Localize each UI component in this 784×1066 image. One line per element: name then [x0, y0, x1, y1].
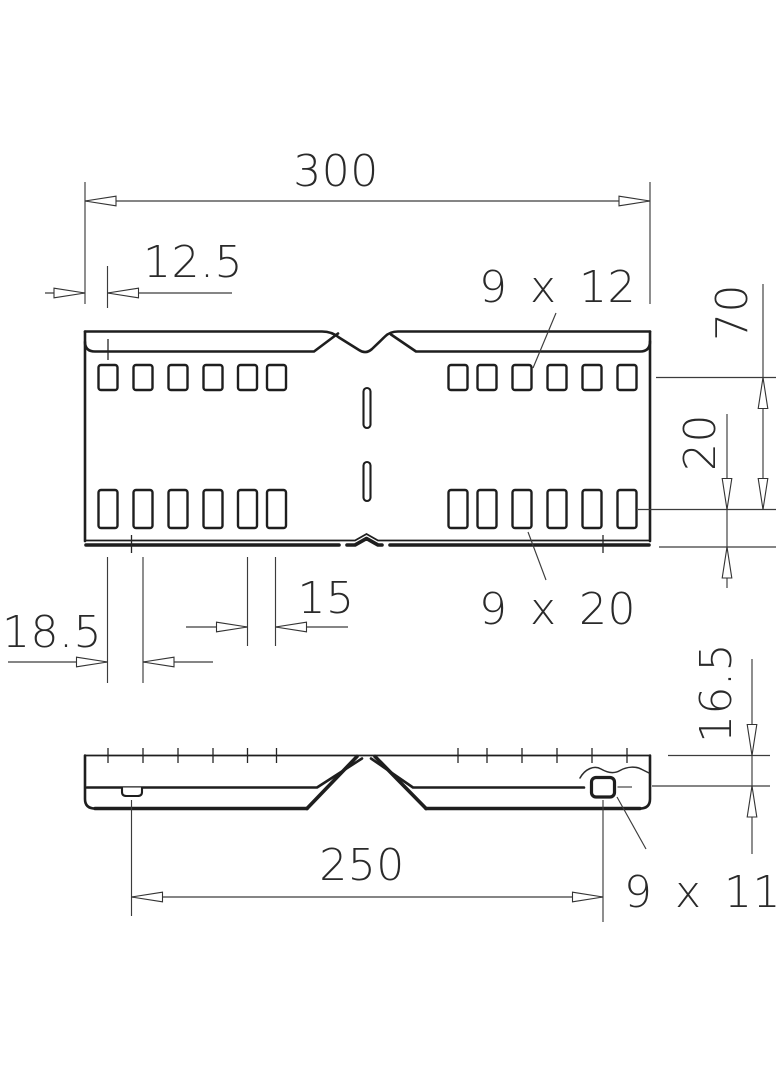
slot [511, 363, 533, 392]
top-edge-with-break-notch [83, 330, 652, 354]
dimension-profile-height: 16.5 [652, 643, 770, 854]
dimension-slot-pitch: 18.5 [2, 557, 213, 683]
dim-slot-row-spacing-label: 70 [707, 284, 758, 341]
arrowhead-left [84, 195, 117, 207]
arrowhead-right [275, 621, 308, 633]
flange-line-left [83, 332, 340, 353]
slot [476, 488, 498, 530]
fold-line-left [85, 757, 364, 789]
slot [476, 363, 498, 392]
side-hole-size-label: 9 x 11 [624, 867, 781, 918]
extension-lines [246, 557, 277, 646]
slot [447, 363, 469, 392]
dimension-end-slot-pitch: 15 [186, 557, 355, 646]
label-side-hole-size: 9 x 11 [616, 796, 781, 918]
top-view [83, 330, 652, 553]
arrowhead-bottom [721, 546, 733, 579]
left-end-hole [120, 787, 144, 798]
right-end-hole [589, 775, 617, 799]
top-slot-size-label: 9 x 12 [479, 262, 636, 313]
profile-left-edge [83, 754, 97, 810]
dimension-slot-row-spacing: 70 [638, 284, 776, 511]
slot [265, 488, 288, 530]
arrowhead-right [142, 656, 175, 668]
slot [202, 363, 224, 392]
breakout-wavy-line [579, 766, 650, 779]
arrowhead-left [215, 621, 248, 633]
bottom-edge-outer-line [84, 536, 651, 547]
slot [167, 363, 189, 392]
label-top-slot-size: 9 x 12 [479, 262, 636, 369]
side-view [83, 748, 652, 811]
dim-profile-height-label: 16.5 [691, 643, 742, 743]
arrowhead-right [107, 287, 140, 299]
arrowhead-left [75, 656, 108, 668]
dim-end-slot-pitch-label: 15 [298, 573, 355, 624]
arrowhead-right [571, 891, 604, 903]
bottom-slot-size-label: 9 x 20 [479, 584, 636, 635]
bottom-slot-row [97, 488, 638, 530]
extension-lines [84, 182, 651, 304]
dim-overall-length-label: 300 [293, 146, 378, 197]
top-slot-row [97, 363, 638, 392]
dimension-first-slot-offset: 12.5 [45, 237, 243, 308]
arrowhead-left [131, 891, 164, 903]
arrowhead-left [53, 287, 86, 299]
arrowhead-bottom [746, 785, 758, 818]
bend-slit-upper [362, 386, 372, 430]
label-bottom-slot-size: 9 x 20 [479, 531, 636, 635]
slot [97, 488, 119, 530]
slot-position-ticks [107, 748, 628, 763]
slot [546, 488, 568, 530]
arrowhead-top [746, 723, 758, 756]
slot [202, 488, 224, 530]
slot [167, 488, 189, 530]
fold-line-right [369, 757, 586, 789]
extension-lines [106, 557, 144, 683]
bend-slit-lower [362, 460, 372, 503]
dim-hole-center-distance-label: 250 [319, 840, 404, 891]
arrowhead-bottom [757, 477, 769, 510]
slot [132, 363, 154, 392]
profile-right-edge [638, 754, 652, 810]
dim-slot-pitch-label: 18.5 [2, 607, 102, 658]
dimension-overall-length: 300 [84, 146, 651, 304]
dimension-hole-center-distance: 250 [130, 800, 604, 922]
slot [581, 363, 603, 392]
arrowhead-top [721, 477, 733, 510]
slot [511, 488, 533, 530]
arrowhead-right [618, 195, 651, 207]
flange-line-right [389, 333, 652, 353]
slot [236, 363, 259, 392]
dimension-bottom-slot-edge-distance: 20 [659, 414, 776, 588]
slot [581, 488, 603, 530]
slot [132, 488, 154, 530]
leader-line [616, 796, 647, 850]
arrowhead-top [757, 377, 769, 410]
slot [97, 363, 119, 392]
slot [616, 363, 638, 392]
bottom-edge-inner-line [84, 532, 651, 542]
slot [236, 488, 259, 530]
dim-first-slot-offset-label: 12.5 [143, 237, 243, 288]
slot [546, 363, 568, 392]
leader-line [527, 531, 547, 581]
extension-lines [652, 754, 770, 787]
extension-lines [638, 376, 776, 511]
slot [616, 488, 638, 530]
bend-outer-lines [305, 754, 428, 811]
slot [265, 363, 288, 392]
slot [447, 488, 469, 530]
dim-bottom-slot-edge-label: 20 [675, 414, 726, 471]
leader-line [532, 312, 557, 369]
